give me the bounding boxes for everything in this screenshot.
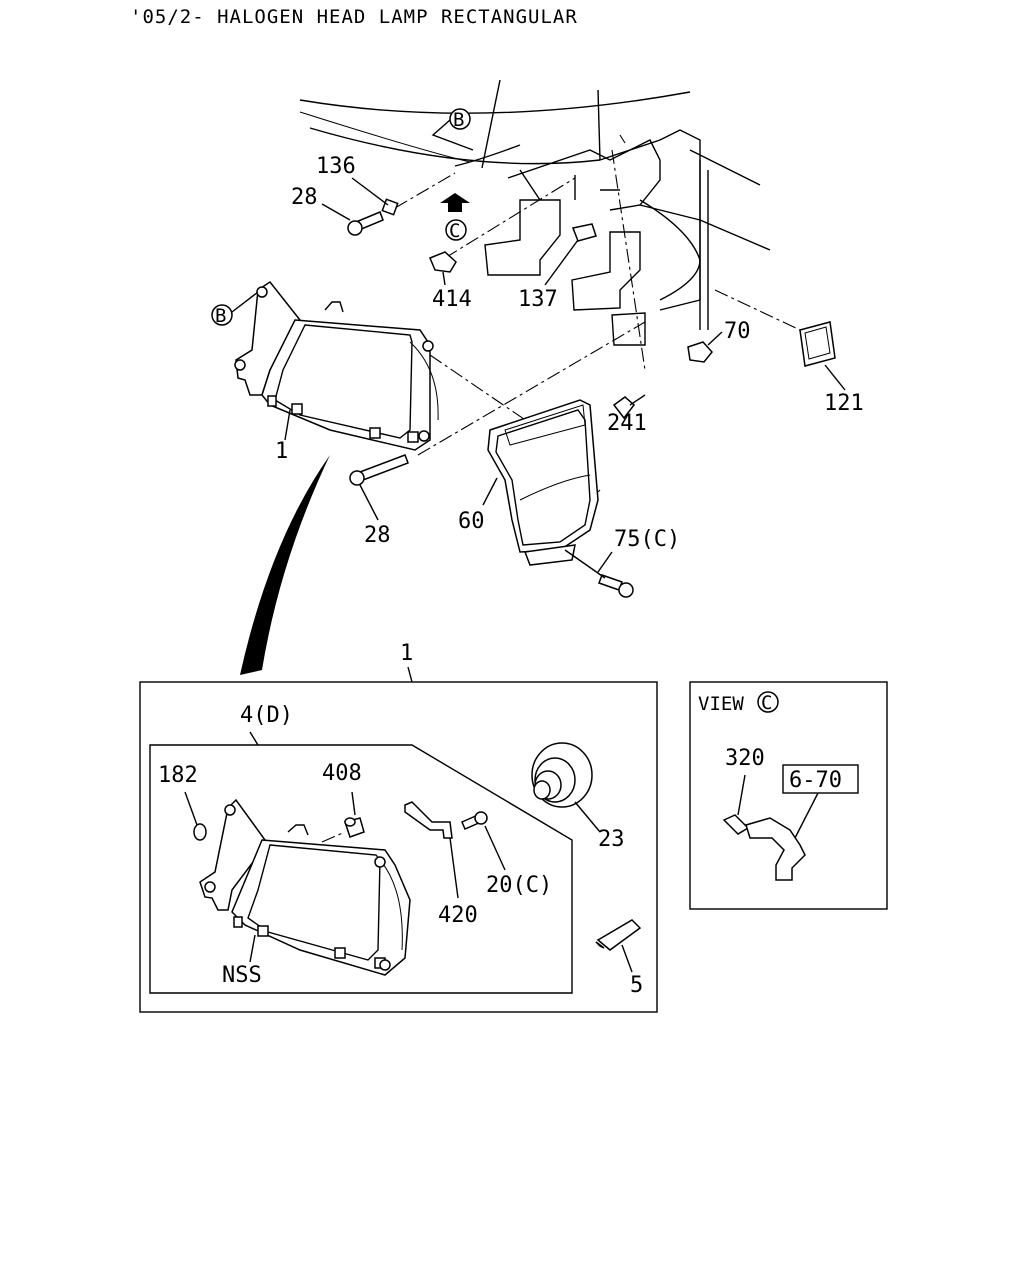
svg-text:28: 28 xyxy=(291,185,318,210)
svg-text:75(C): 75(C) xyxy=(614,527,680,552)
svg-text:NSS: NSS xyxy=(222,963,262,988)
svg-text:136: 136 xyxy=(316,154,356,179)
part-420-bracket: 420 xyxy=(404,801,478,928)
svg-text:1: 1 xyxy=(400,641,413,666)
svg-text:414: 414 xyxy=(432,287,472,312)
callout-b-left: B xyxy=(211,291,259,327)
part-5-bulb: 5 xyxy=(595,919,643,998)
part-320-clip: 320 xyxy=(722,746,765,835)
svg-text:408: 408 xyxy=(322,761,362,786)
svg-text:137: 137 xyxy=(518,287,558,312)
svg-text:182: 182 xyxy=(158,763,198,788)
svg-text:121: 121 xyxy=(824,391,864,416)
diagram-title: '05/2- HALOGEN HEAD LAMP RECTANGULAR xyxy=(130,6,578,28)
part-408-bulb-socket: 408 xyxy=(321,761,365,843)
svg-text:B: B xyxy=(453,109,464,131)
detail-reference-arrow xyxy=(240,455,330,675)
clip-bracket-view-c xyxy=(745,817,806,881)
direction-arrow-icon xyxy=(440,193,470,212)
part-121-gasket: 121 xyxy=(799,321,864,416)
head-lamp-unit: NSS xyxy=(199,798,411,988)
part-28-bolt-mid: 28 xyxy=(349,454,409,548)
part-60-side-marker-lamp: 60 xyxy=(458,399,599,566)
svg-text:60: 60 xyxy=(458,509,485,534)
svg-text:1: 1 xyxy=(275,439,288,464)
part-75-bolt: 75(C) xyxy=(564,527,680,598)
svg-text:23: 23 xyxy=(598,827,625,852)
svg-text:20(C): 20(C) xyxy=(486,873,552,898)
part-136-washer: 136 xyxy=(316,154,399,216)
detail-box-part-1: 1 xyxy=(139,641,658,1013)
svg-text:5: 5 xyxy=(630,973,643,998)
svg-text:241: 241 xyxy=(607,411,647,436)
part-137-clip: 137 xyxy=(518,223,597,312)
svg-text:6-70: 6-70 xyxy=(789,768,842,793)
part-182-seal: 182 xyxy=(158,763,207,841)
part-20-screw: 20(C) xyxy=(461,811,552,898)
subassembly-box-4: 4(D) xyxy=(149,703,573,994)
svg-text:4(D): 4(D) xyxy=(240,703,293,728)
part-414-clip: 414 xyxy=(429,251,472,312)
reference-box-6-70[interactable]: 6-70 xyxy=(782,764,859,839)
vehicle-body-panel xyxy=(299,79,771,346)
part-1-head-lamp-assembly: 1 xyxy=(234,280,439,464)
svg-text:B: B xyxy=(215,305,226,327)
svg-text:28: 28 xyxy=(364,523,391,548)
part-23-bulb-cap: 23 xyxy=(531,742,625,852)
callout-b-top: B xyxy=(431,108,474,151)
svg-text:C: C xyxy=(449,220,460,242)
part-28-bolt-top: 28 xyxy=(291,185,384,236)
assembly-leader-lines xyxy=(394,134,801,551)
svg-text:70: 70 xyxy=(724,319,751,344)
callout-c-top: C xyxy=(445,219,467,242)
part-70-clip: 70 xyxy=(687,319,751,363)
part-241-clip: 241 xyxy=(607,394,647,436)
svg-text:VIEW: VIEW xyxy=(698,693,744,715)
svg-text:320: 320 xyxy=(725,746,765,771)
svg-text:420: 420 xyxy=(438,903,478,928)
svg-text:C: C xyxy=(761,692,772,714)
view-c-box: VIEW C xyxy=(689,681,888,910)
